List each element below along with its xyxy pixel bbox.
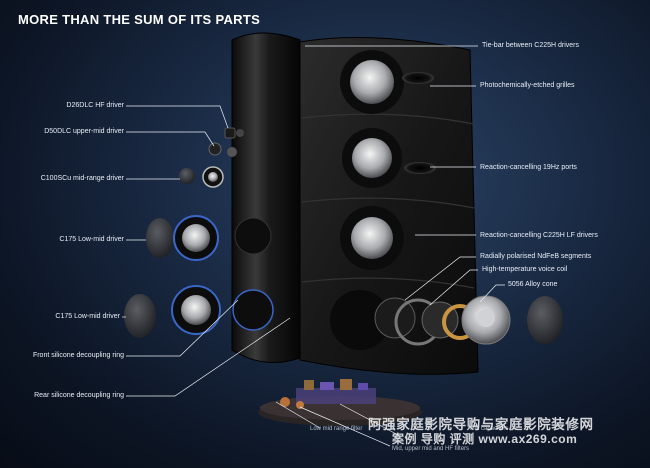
watermark-line-2: 案例 导购 评测 www.ax269.com <box>392 432 578 446</box>
watermark-line-1: 阿强家庭影院导购与家庭影院装修网 <box>368 417 594 432</box>
crossover-base <box>258 379 422 426</box>
hf-driver <box>224 127 244 139</box>
leader-lines <box>122 45 505 447</box>
label-ports: Reaction-cancelling 19Hz ports <box>480 164 577 171</box>
label-low-mid-1: C175 Low-mid driver <box>59 236 124 243</box>
label-hf-driver: D26DLC HF driver <box>66 102 124 109</box>
label-ndfeb: Radially polarised NdFeB segments <box>480 253 592 260</box>
label-low-mid-2: C175 Low-mid driver <box>55 313 120 320</box>
label-film-caps: film capacitors <box>470 426 509 432</box>
label-lf-drivers: Reaction-cancelling C225H LF drivers <box>480 232 598 239</box>
main-cabinet <box>299 37 479 375</box>
label-rear-ring: Rear silicone decoupling ring <box>34 392 124 399</box>
label-upper-filters: Mid, upper mid and HF filters <box>392 446 470 452</box>
label-grilles: Photochemically-etched grilles <box>480 82 575 89</box>
label-upper-mid: D50DLC upper-mid driver <box>44 128 124 135</box>
label-tie-bar: Tie-bar between C225H drivers <box>482 42 580 49</box>
low-mid-driver-1 <box>146 215 219 261</box>
upper-mid-driver <box>208 142 237 157</box>
mid-range-driver <box>179 166 224 188</box>
alloy-cone <box>461 295 511 345</box>
dust-cap-disc <box>527 296 563 344</box>
page-title: MORE THAN THE SUM OF ITS PARTS <box>18 12 261 27</box>
label-voice-coil: High-temperature voice coil <box>482 266 568 273</box>
label-mid-range: C100SCu mid-range driver <box>40 175 124 182</box>
front-pillar <box>231 32 301 363</box>
label-alloy-cone: 5056 Alloy cone <box>508 281 558 288</box>
low-mid-driver-2 <box>124 285 221 338</box>
label-low-mid-filter: Low mid range filter <box>310 426 363 432</box>
label-front-ring: Front silicone decoupling ring <box>32 352 124 359</box>
